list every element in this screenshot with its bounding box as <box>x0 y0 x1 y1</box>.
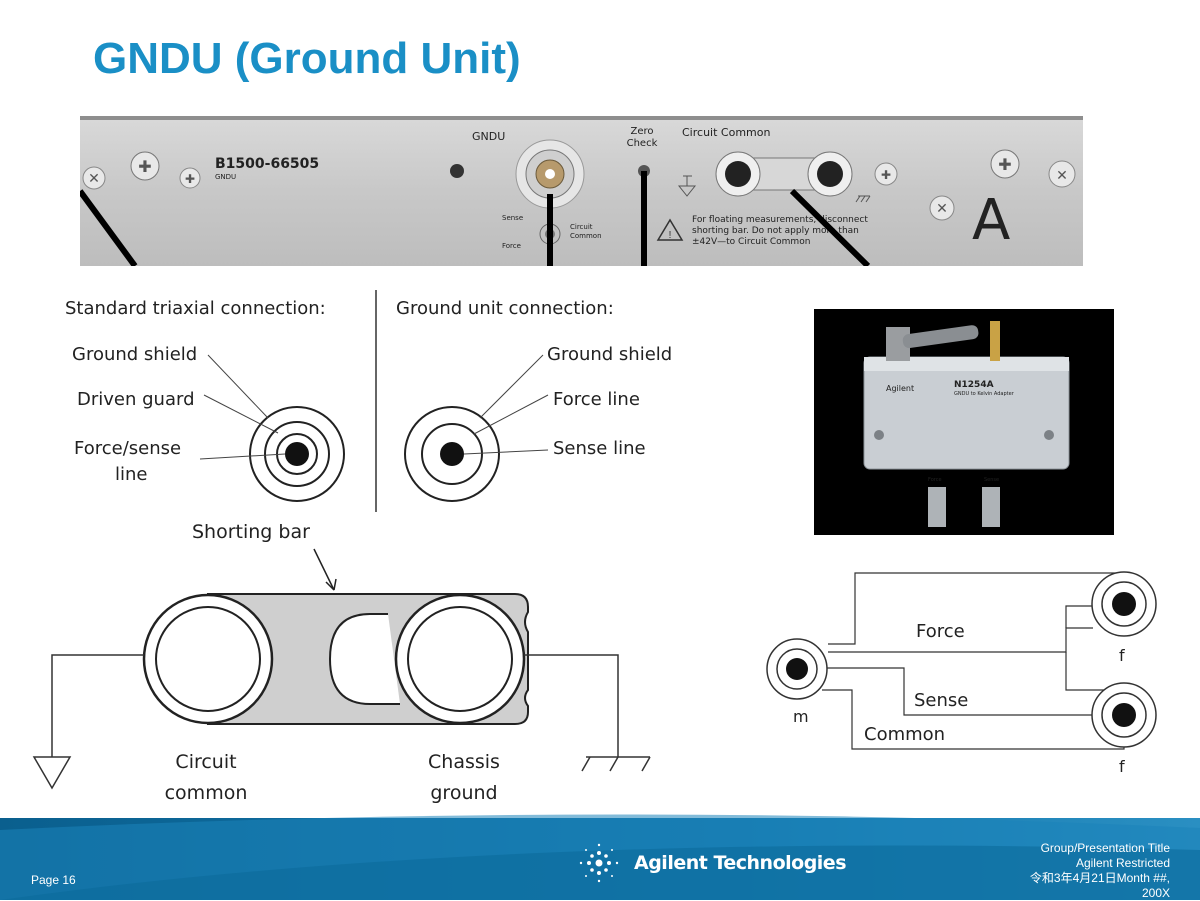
gnd-sense-line: Sense line <box>553 438 646 459</box>
kelvin-f2-label: f <box>1119 757 1125 776</box>
std-ground-shield: Ground shield <box>72 344 197 365</box>
footer-info: Group/Presentation Title Agilent Restric… <box>1030 841 1170 901</box>
chassis-ground-label-1: Chassis <box>428 751 500 773</box>
std-force-sense: Force/sense <box>74 438 181 459</box>
panel-model-label: B1500-66505 <box>215 156 319 172</box>
warning-icon <box>656 218 684 241</box>
screw-icon: ✕ ✚ ✚ ✚ ✕ ✚ ✕ <box>82 149 1076 221</box>
panel-gndu-label: GNDU <box>472 130 505 143</box>
svg-text:✚: ✚ <box>998 157 1011 174</box>
kelvin-m-connector <box>766 638 828 700</box>
adapter-model-sub: GNDU to Kelvin Adapter <box>954 391 1015 397</box>
force-small-label: Force <box>502 242 521 250</box>
gndu-panel-photo: ✕ ✚ ✚ ✚ ✕ ✚ ✕ B1500-66505 GNDU GNDU Zero… <box>80 116 1083 266</box>
warning-line-1: For floating measurements, disconnect <box>692 215 868 225</box>
kelvin-m-label: m <box>793 707 809 726</box>
adapter-port-sense: Sense <box>984 477 999 483</box>
std-driven-guard: Driven guard <box>77 389 195 410</box>
adapter-port-force: Force <box>928 477 942 483</box>
kelvin-f2-connector <box>1091 682 1157 748</box>
circuit-common-label-2: common <box>165 782 248 804</box>
kelvin-common-label: Common <box>864 724 945 745</box>
zero-check-label-2: Check <box>627 138 658 149</box>
svg-text:✕: ✕ <box>88 170 100 186</box>
footer-line-1: Group/Presentation Title <box>1040 841 1170 855</box>
agilent-spark-icon <box>579 843 619 883</box>
gndu-connector <box>515 139 585 209</box>
std-line: line <box>115 464 147 485</box>
circuit-common-label: Circuit Common <box>682 126 770 139</box>
adapter-brand: Agilent <box>886 384 914 393</box>
warning-line-2: shorting bar. Do not apply more than <box>692 226 859 236</box>
gnd-ground-shield: Ground shield <box>547 344 672 365</box>
page-number: Page 16 <box>31 873 76 887</box>
panel-letter-a: A <box>972 188 1010 253</box>
circuit-common-label-1: Circuit <box>175 751 236 773</box>
svg-text:!: ! <box>669 230 672 241</box>
adapter-photo: Agilent N1254A GNDU to Kelvin Adapter Fo… <box>814 309 1114 535</box>
svg-text:✚: ✚ <box>185 172 195 186</box>
footer-line-4: 200X <box>1141 886 1170 900</box>
circuit-small-label-1: Circuit <box>570 223 593 231</box>
kelvin-schematic <box>820 572 1125 750</box>
svg-text:✚: ✚ <box>881 168 891 182</box>
circuit-common-ground-icon <box>32 756 72 790</box>
panel-model-sub: GNDU <box>215 173 236 181</box>
std-heading: Standard triaxial connection: <box>65 298 326 319</box>
kelvin-f1-label: f <box>1119 646 1125 665</box>
gnd-force-line: Force line <box>553 389 640 410</box>
circuit-small-label-2: Common <box>570 232 602 240</box>
gnd-triax-connector <box>404 406 500 502</box>
kelvin-force-label: Force <box>916 621 965 642</box>
chassis-ground-label-2: ground <box>430 782 497 804</box>
svg-text:✕: ✕ <box>936 200 948 216</box>
shorting-bar <box>142 593 529 725</box>
slide-title: GNDU (Ground Unit) <box>93 34 521 83</box>
sense-small-label: Sense <box>502 214 523 222</box>
shorting-bar-label: Shorting bar <box>192 521 310 543</box>
chassis-ground-icon <box>581 756 651 772</box>
connection-diagrams: Standard triaxial connection: Ground uni… <box>32 290 1157 804</box>
warning-line-3: ±42V—to Circuit Common <box>692 237 810 247</box>
footer-line-2: Agilent Restricted <box>1075 856 1170 870</box>
footer-line-3: 令和3年4月21日Month ##, <box>1029 871 1170 885</box>
svg-text:✚: ✚ <box>138 159 151 176</box>
zero-check-label-1: Zero <box>630 126 653 137</box>
svg-text:✕: ✕ <box>1056 167 1068 183</box>
kelvin-f1-connector <box>1091 571 1157 637</box>
adapter-model: N1254A <box>954 380 994 390</box>
std-triax-connector <box>249 406 345 502</box>
kelvin-sense-label: Sense <box>914 690 968 711</box>
agilent-brand: Agilent Technologies <box>634 852 847 874</box>
gnd-heading: Ground unit connection: <box>396 298 614 319</box>
